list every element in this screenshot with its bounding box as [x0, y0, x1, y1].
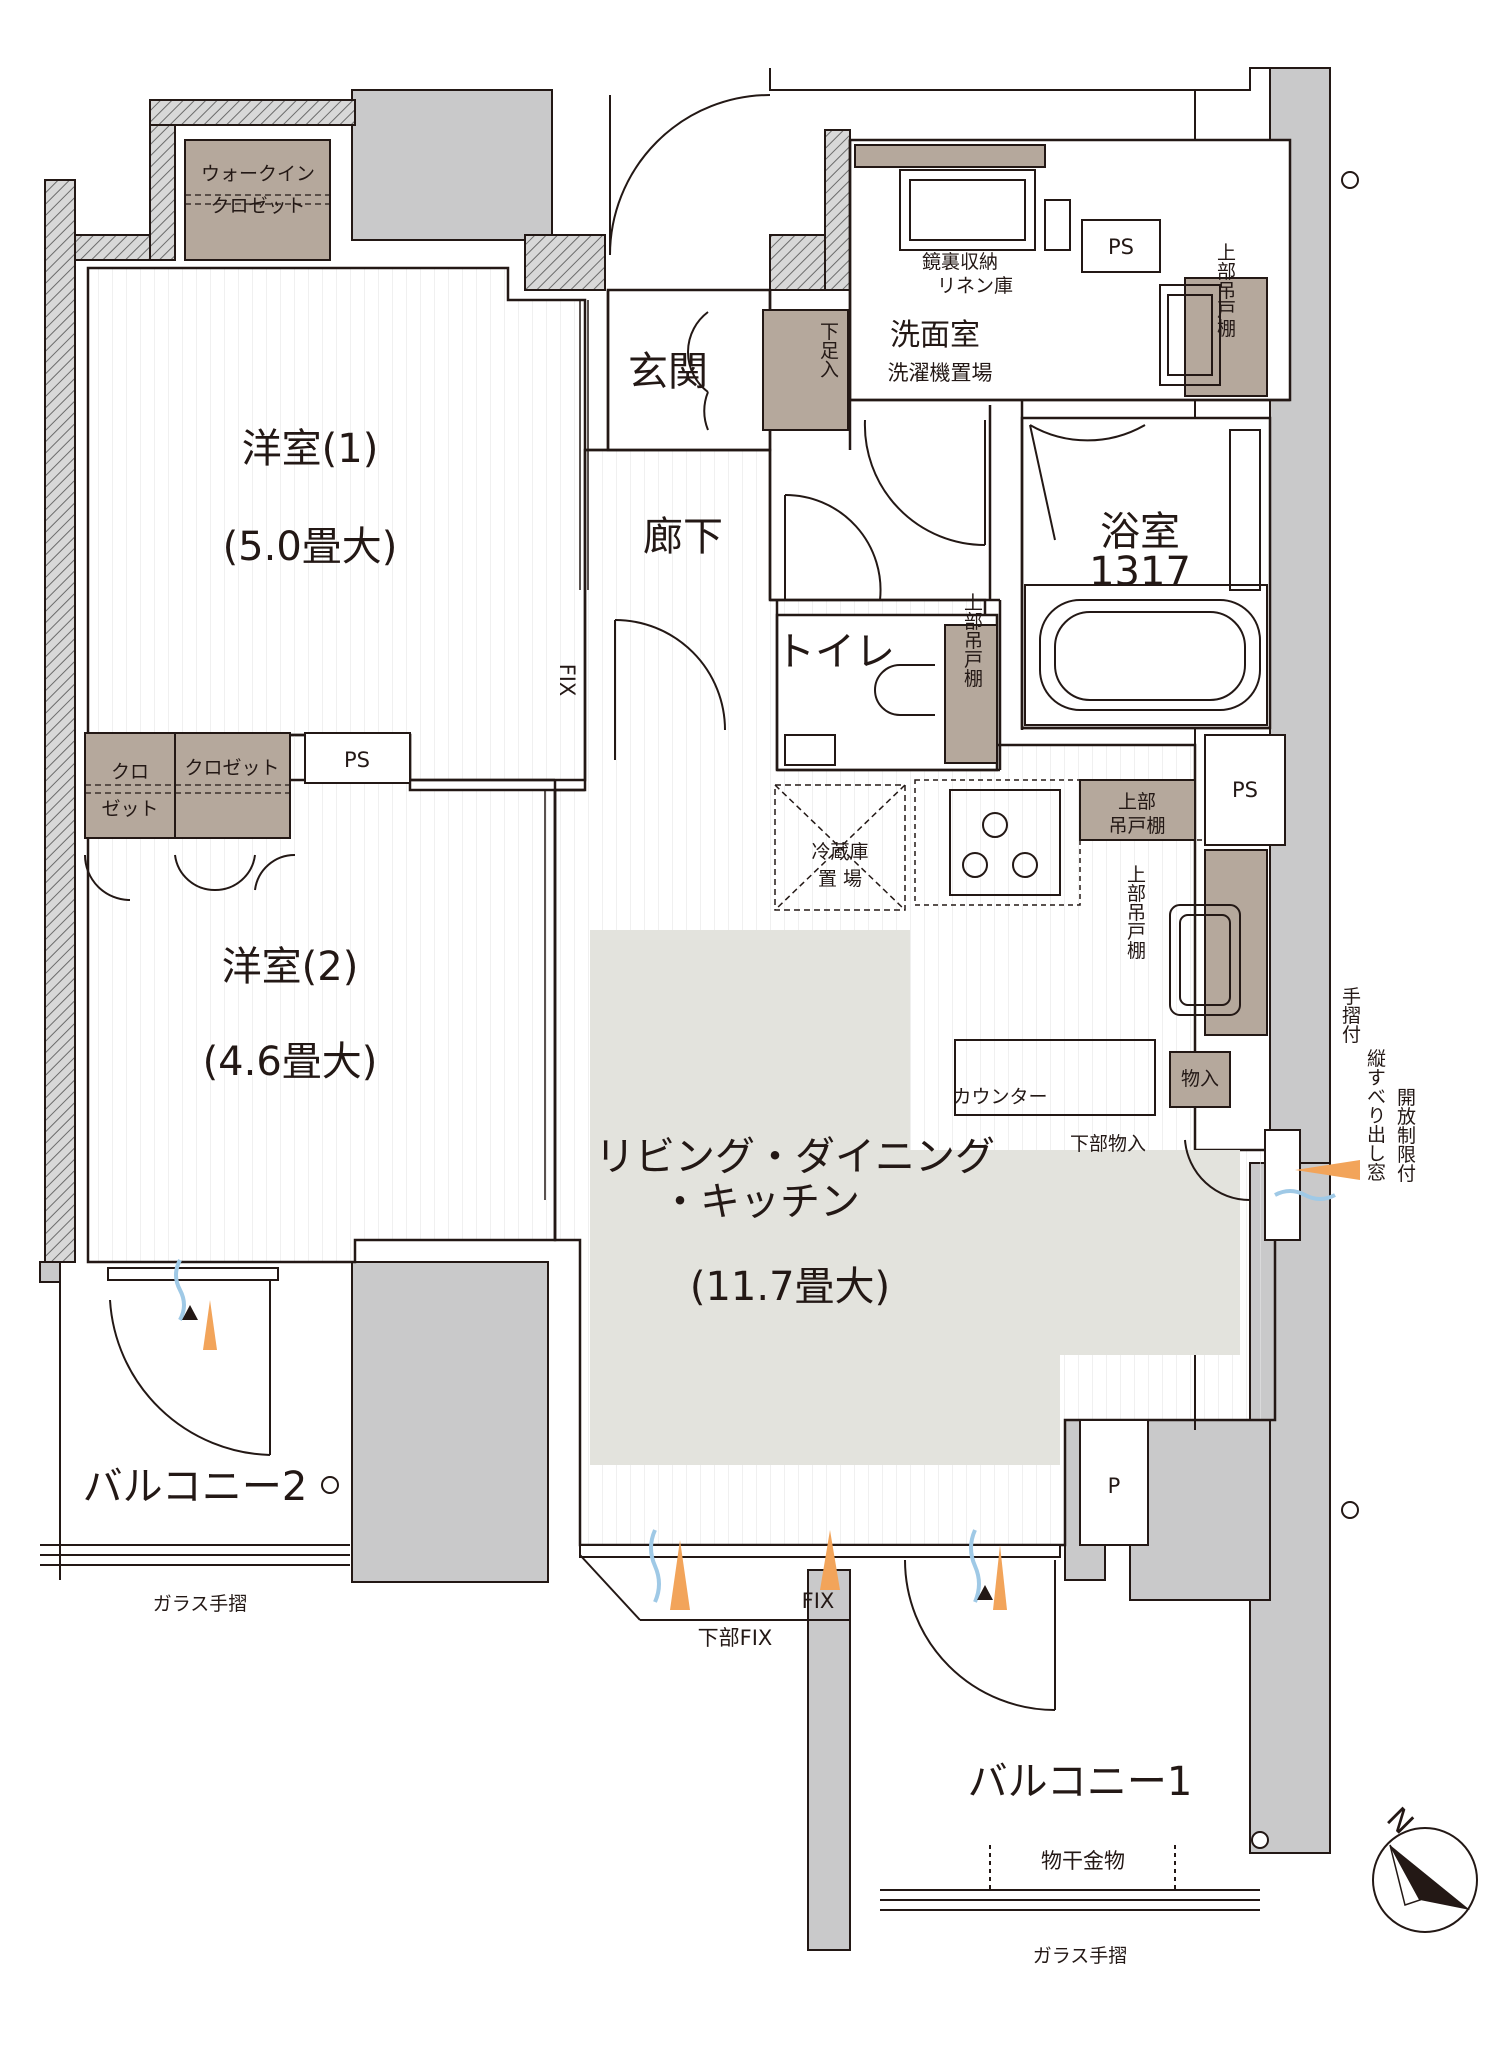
fix-panel	[544, 300, 589, 1200]
balcony1-label: バルコニー1	[968, 1759, 1193, 1805]
ps-box-west	[304, 732, 411, 784]
kitchen-upper-cabinet	[1079, 779, 1196, 841]
balcony2-label: バルコニー2	[83, 1464, 308, 1510]
closet	[174, 732, 291, 839]
kitchen-side-cabinet	[1204, 849, 1268, 1036]
western-room2-size: (4.6畳大)	[203, 1039, 378, 1085]
storage-dashes	[85, 194, 440, 794]
p-box	[1079, 1419, 1149, 1546]
toilet-upper-cabinet-label: 上部吊戸棚	[961, 592, 983, 688]
doors	[84, 94, 1251, 1711]
counter-label: カウンター	[952, 1086, 1047, 1108]
balcony1-west-wall	[807, 1569, 851, 1951]
column-balcony2	[351, 1261, 549, 1583]
storage-blocks	[84, 139, 1268, 1108]
fridge-label-1: 冷蔵庫	[811, 841, 868, 863]
ps-label-west: PS	[344, 748, 370, 772]
compass-icon	[1372, 1827, 1478, 1933]
ldk-highlight	[590, 930, 1240, 1465]
ldk-name-line2: ・キッチン	[660, 1179, 860, 1225]
ps-label-wash: PS	[1108, 235, 1134, 259]
ldk-size: (11.7畳大)	[690, 1264, 890, 1310]
glass-rail-label-south: ガラス手摺	[1033, 1945, 1128, 1967]
sliding-windows	[107, 1129, 1301, 1558]
storage-box	[1169, 1051, 1231, 1108]
fix-label: FIX	[802, 1589, 835, 1613]
toilet-label: トイレ	[775, 629, 895, 675]
toilet-upper-cabinet	[944, 624, 998, 764]
handrail-label: 手摺付	[1339, 986, 1361, 1043]
window-label-1: 開放制限付	[1394, 1088, 1416, 1183]
entrance-label: 玄関	[628, 349, 708, 395]
drying-hardware-label: 物干金物	[1041, 1849, 1125, 1873]
markers	[321, 171, 1359, 1849]
walkin-closet	[184, 139, 331, 261]
railings	[40, 1280, 1260, 1911]
fix-vertical-label: FIX	[555, 664, 579, 697]
hallway-label: 廊下	[643, 514, 723, 560]
kitchen-side-cabinet-label: 上部吊戸棚	[1124, 864, 1146, 960]
fixtures	[784, 169, 1268, 1116]
storage-label: 物入	[1181, 1068, 1219, 1090]
washroom-label: 洗面室	[890, 318, 980, 353]
front-door-swing	[609, 94, 771, 256]
ldk-name-line1: リビング・ダイニング	[595, 1134, 995, 1180]
kitchen-upper-cabinet-label-2: 吊戸棚	[1108, 815, 1165, 837]
western-room1-name: 洋室(1)	[242, 426, 379, 472]
shoe-storage-label: 下足入	[817, 322, 839, 379]
ps-box-kitchen	[1204, 734, 1286, 846]
western-room2-name: 洋室(2)	[222, 944, 359, 990]
window-label-2: 縦すべり出し窓	[1364, 1048, 1386, 1181]
walkin-closet-label-2: クロゼット	[210, 195, 305, 217]
washroom-shelf	[854, 144, 1046, 168]
bathroom-label: 浴室	[1100, 509, 1180, 555]
washer-label: 洗濯機置場	[888, 361, 993, 385]
column-east-lower	[1129, 1419, 1271, 1601]
small-closet-label-2: ゼット	[101, 798, 158, 820]
ps-boxes	[304, 219, 1286, 1546]
glass-rail-label-west: ガラス手摺	[153, 1593, 248, 1615]
small-closet-label-1: クロ	[111, 761, 149, 783]
airflow-marks	[174, 1160, 1360, 1610]
kitchen-counter-outline	[914, 779, 1205, 906]
column-top	[351, 89, 553, 241]
ps-label-kitchen: PS	[1232, 778, 1258, 802]
mirror-storage-label: 鏡裏収納	[922, 251, 998, 273]
wall-stub	[39, 1261, 61, 1283]
washroom-upper-cabinet	[1184, 277, 1268, 397]
bathroom-size: 1317	[1089, 549, 1191, 595]
western-room1-size: (5.0畳大)	[223, 524, 398, 570]
hatched-walls	[44, 99, 851, 1263]
fridge-label-2: 置 場	[818, 868, 862, 890]
fridge-space	[774, 784, 906, 911]
ps-box-wash	[1081, 219, 1161, 273]
shoe-storage	[762, 309, 849, 431]
lower-fix-label: 下部FIX	[698, 1626, 773, 1650]
washroom-upper-cabinet-label: 上部吊戸棚	[1214, 242, 1236, 338]
lower-storage-label: 下部物入	[1070, 1133, 1146, 1155]
p-label: P	[1108, 1474, 1121, 1498]
linen-label: リネン庫	[937, 275, 1013, 297]
walkin-closet-label-1: ウォークイン	[201, 163, 315, 185]
closet-label: クロゼット	[184, 757, 279, 779]
kitchen-upper-cabinet-label-1: 上部	[1118, 791, 1156, 813]
